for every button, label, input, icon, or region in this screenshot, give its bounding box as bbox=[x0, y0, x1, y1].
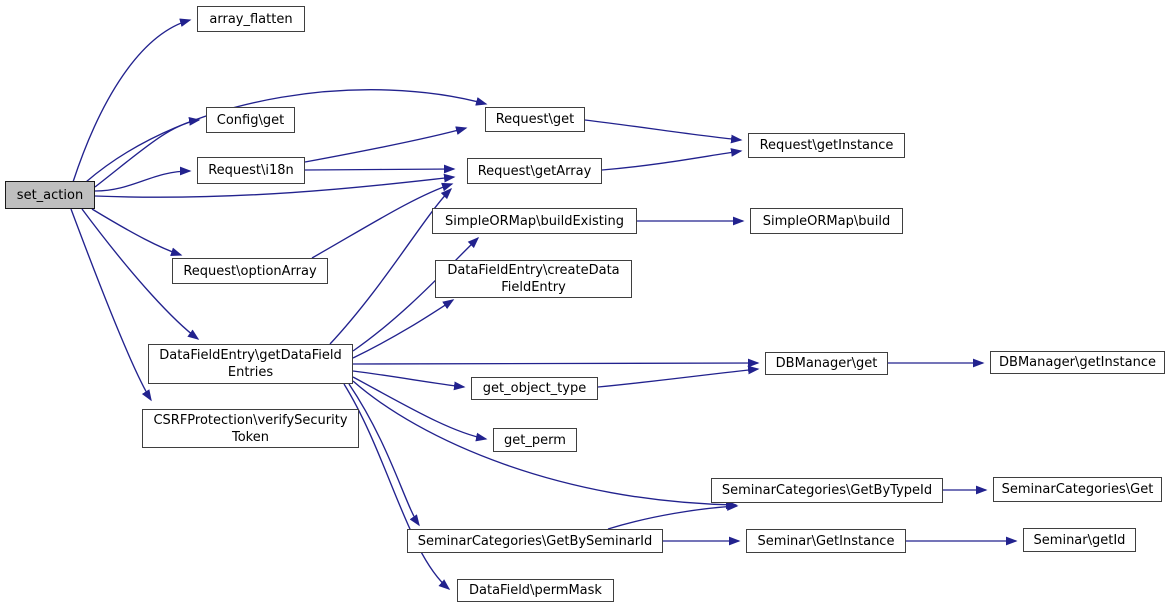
edge-datafieldentry-getdatafieldentries-to-datafieldentry-createdatafieldentry bbox=[352, 299, 455, 359]
node-simpleormap-build[interactable]: SimpleORMap\build bbox=[750, 208, 903, 234]
node-label: Token bbox=[232, 429, 269, 445]
node-label: Request\get bbox=[495, 112, 575, 127]
edge-datafieldentry-getdatafieldentries-to-get-object-type bbox=[352, 370, 466, 391]
node-label: DBManager\get bbox=[775, 356, 878, 371]
edge-set-action-to-request-i18n bbox=[94, 166, 192, 192]
node-request-getarray[interactable]: Request\getArray bbox=[467, 158, 602, 184]
node-label: DataFieldEntry\createData bbox=[447, 263, 620, 278]
node-set-action: set_action bbox=[5, 181, 95, 209]
node-label: set_action bbox=[16, 187, 84, 203]
edge-datafieldentry-getdatafieldentries-to-get-perm bbox=[352, 376, 488, 442]
node-seminar-getid[interactable]: Seminar\getId bbox=[1023, 528, 1136, 552]
node-dbmanager-getinstance[interactable]: DBManager\getInstance bbox=[990, 351, 1165, 374]
edge-datafieldentry-getdatafieldentries-to-seminarcategories-getbytypeid bbox=[352, 380, 738, 510]
edge-datafieldentry-getdatafieldentries-to-dbmanager-get bbox=[352, 358, 760, 368]
edge-set-action-to-request-get bbox=[85, 89, 488, 183]
node-label: Seminar\GetInstance bbox=[757, 533, 895, 549]
node-label: Config\get bbox=[216, 112, 285, 128]
edge-set-action-to-datafieldentry-getdatafieldentries bbox=[81, 208, 200, 340]
node-seminarcategories-getbyseminarid[interactable]: SeminarCategories\GetBySeminarId bbox=[407, 529, 663, 553]
node-label: SeminarCategories\GetBySeminarId bbox=[417, 533, 653, 549]
node-seminarcategories-getbytypeid[interactable]: SeminarCategories\GetByTypeId bbox=[711, 478, 943, 503]
edge-request-i18n-to-request-get bbox=[304, 126, 468, 163]
node-label: Seminar\getId bbox=[1033, 532, 1126, 548]
node-request-getinstance[interactable]: Request\getInstance bbox=[748, 133, 905, 158]
node-config-get[interactable]: Config\get bbox=[206, 107, 295, 133]
node-label: CSRFProtection\verifySecurity bbox=[153, 412, 348, 428]
node-datafield-permmask[interactable]: DataField\permMask bbox=[457, 579, 614, 602]
node-dbmanager-get[interactable]: DBManager\get bbox=[765, 352, 888, 375]
edge-datafieldentry-getdatafieldentries-to-datafield-permmask bbox=[343, 383, 451, 590]
node-label: Request\getInstance bbox=[759, 138, 894, 153]
edge-set-action-to-csrfprotection-verifysecuritytoken bbox=[70, 208, 152, 402]
edge-get-object-type-to-dbmanager-get bbox=[597, 365, 760, 388]
edge-request-get-to-request-getinstance bbox=[584, 119, 743, 144]
node-get-perm[interactable]: get_perm bbox=[493, 428, 577, 452]
node-request-optionarray[interactable]: Request\optionArray bbox=[172, 258, 328, 284]
edge-set-action-to-config-get bbox=[94, 117, 201, 188]
node-label: SimpleORMap\buildExisting bbox=[445, 213, 624, 229]
node-seminar-getinstance[interactable]: Seminar\GetInstance bbox=[746, 529, 906, 553]
node-array-flatten[interactable]: array_flatten bbox=[197, 6, 305, 32]
node-label: Request\getArray bbox=[477, 163, 592, 179]
edge-set-action-to-array-flatten bbox=[72, 18, 192, 183]
node-label: DataField\permMask bbox=[469, 583, 602, 598]
node-label: DataFieldEntry\getDataField bbox=[159, 348, 342, 363]
edge-request-i18n-to-request-getarray bbox=[304, 164, 456, 174]
edge-seminarcategories-getbyseminarid-to-seminarcategories-getbytypeid bbox=[607, 502, 739, 530]
node-label: Request\optionArray bbox=[183, 263, 317, 279]
node-label: array_flatten bbox=[209, 11, 293, 27]
node-get-object-type[interactable]: get_object_type bbox=[471, 377, 598, 400]
edge-datafieldentry-getdatafieldentries-to-request-getarray bbox=[329, 187, 453, 345]
node-request-get[interactable]: Request\get bbox=[485, 107, 585, 132]
node-label: FieldEntry bbox=[501, 280, 566, 295]
edge-datafieldentry-getdatafieldentries-to-seminarcategories-getbyseminarid bbox=[348, 383, 420, 527]
node-simpleormap-buildexisting[interactable]: SimpleORMap\buildExisting bbox=[432, 208, 637, 234]
edge-request-optionarray-to-request-getarray bbox=[311, 182, 454, 259]
node-label: get_object_type bbox=[482, 381, 587, 396]
edge-set-action-to-request-getarray bbox=[94, 173, 456, 198]
node-label: DBManager\getInstance bbox=[999, 355, 1156, 370]
edge-datafieldentry-getdatafieldentries-to-simpleormap-buildexisting bbox=[352, 236, 480, 352]
edge-request-getarray-to-request-getinstance bbox=[601, 148, 743, 171]
node-label: SimpleORMap\build bbox=[762, 213, 891, 229]
node-label: SeminarCategories\Get bbox=[1001, 482, 1154, 497]
node-request-i18n[interactable]: Request\i18n bbox=[197, 157, 305, 184]
node-label: Entries bbox=[227, 365, 274, 380]
node-label: Request\i18n bbox=[208, 163, 294, 178]
node-seminarcategories-get[interactable]: SeminarCategories\Get bbox=[993, 477, 1162, 502]
edge-set-action-to-request-optionarray bbox=[91, 208, 183, 257]
node-label: get_perm bbox=[504, 432, 566, 448]
node-label: SeminarCategories\GetByTypeId bbox=[721, 483, 933, 498]
